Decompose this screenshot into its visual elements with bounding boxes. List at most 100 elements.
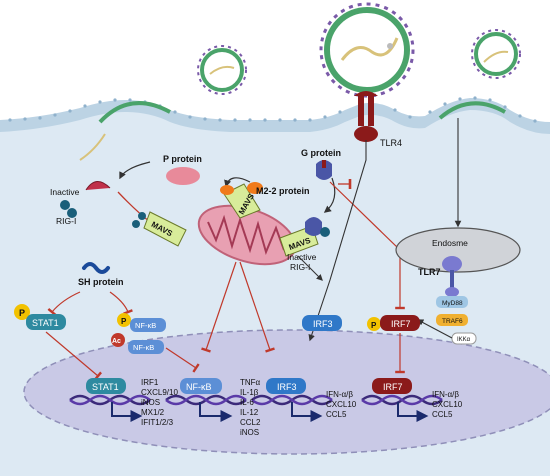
inhibit-m22-to-irf3 bbox=[239, 261, 275, 353]
stat1-p-label: P bbox=[19, 308, 25, 318]
ikka-box bbox=[451, 332, 477, 345]
ikka-label: IKKα bbox=[457, 337, 471, 343]
tlr4-receptor bbox=[354, 91, 378, 142]
arrow-tlr4-to-irf3 bbox=[308, 140, 367, 342]
svg-text:iNOS: iNOS bbox=[240, 428, 259, 437]
sh-protein-shape bbox=[82, 262, 110, 274]
svg-text:IL-12: IL-12 bbox=[240, 408, 259, 417]
inhibit-m22-to-nfkb bbox=[201, 261, 237, 353]
svg-text:IRF1: IRF1 bbox=[141, 378, 159, 387]
transcription-arrow-nfkb bbox=[199, 402, 233, 422]
p-protein-curve-arrow bbox=[119, 161, 151, 180]
m22-protein-label: M2-2 protein bbox=[256, 186, 310, 196]
inhibit-sh-to-stat1 bbox=[47, 291, 81, 316]
inactive-rig-right-line2: RIG-I bbox=[290, 262, 310, 272]
irf7-nuclear-label: IRF7 bbox=[383, 382, 403, 392]
nfkb-phospho-badge bbox=[117, 313, 131, 327]
nfkb-acetyl-label: NF-κB bbox=[133, 343, 154, 352]
nfkb-p-label: P bbox=[121, 317, 127, 326]
irf7-p-label: P bbox=[371, 321, 377, 330]
transcription-arrow-irf7 bbox=[397, 402, 429, 422]
nfkb-nuclear-label: NF-κB bbox=[186, 382, 212, 392]
p-protein-bound-rig bbox=[85, 181, 111, 191]
svg-text:IL-6: IL-6 bbox=[240, 398, 254, 407]
svg-text:CCL5: CCL5 bbox=[432, 410, 453, 419]
stat1-cyto-box bbox=[26, 314, 66, 330]
inactive-rig-i-left-icon bbox=[60, 200, 77, 218]
membrane-lipid-heads bbox=[8, 96, 537, 123]
inactive-rig-left-line2: RIG-I bbox=[56, 216, 76, 226]
inactive-rig-right-line1: Inactive bbox=[287, 252, 317, 262]
svg-text:CXCL10: CXCL10 bbox=[432, 400, 463, 409]
mavs-left: MAVS bbox=[143, 211, 187, 247]
svg-text:CXCL9/10: CXCL9/10 bbox=[141, 388, 178, 397]
myd88-box bbox=[436, 296, 468, 308]
svg-text:CXCL10: CXCL10 bbox=[326, 400, 357, 409]
m22-bound-shape bbox=[220, 185, 234, 195]
nfkb-phospho-box bbox=[130, 318, 166, 332]
mavs-complex-left-icon bbox=[132, 212, 146, 228]
virus-particle-right bbox=[471, 29, 521, 79]
viral-rna-left bbox=[79, 133, 106, 161]
nfkb-gene-list: TNFα IL-1β IL-6 IL-12 CCL2 iNOS bbox=[240, 378, 261, 437]
myd88-label: MyD88 bbox=[442, 300, 463, 307]
endosome bbox=[395, 227, 521, 273]
nfkb-ac-label: Ac bbox=[112, 338, 121, 345]
stat1-phospho-badge bbox=[14, 304, 30, 320]
p-protein-label: P protein bbox=[163, 154, 202, 164]
stat1-nuclear-box bbox=[86, 378, 126, 394]
inactive-rig-left-line1: Inactive bbox=[50, 187, 80, 197]
svg-text:CCL5: CCL5 bbox=[326, 410, 347, 419]
irf7-cyto-label: IRF7 bbox=[391, 319, 411, 329]
irf3-gene-list: IFN-α/β CXCL10 CCL5 bbox=[326, 390, 357, 419]
arrow-ikka-to-irf7 bbox=[416, 319, 453, 339]
svg-text:IFN-α/β: IFN-α/β bbox=[432, 390, 459, 399]
nfkb-nuclear-box bbox=[180, 378, 222, 394]
svg-text:IFN-α/β: IFN-α/β bbox=[326, 390, 353, 399]
virus-fusion-right bbox=[438, 101, 506, 120]
inhibit-sh-to-nfkb bbox=[109, 291, 133, 315]
svg-text:CCL2: CCL2 bbox=[240, 418, 261, 427]
traf6-box bbox=[436, 314, 468, 326]
dna-helix-irf7 bbox=[361, 394, 443, 406]
inhibit-nfkb-to-nucleus bbox=[165, 347, 200, 373]
svg-text:MX1/2: MX1/2 bbox=[141, 408, 165, 417]
endosome-label: Endosme bbox=[432, 238, 468, 248]
dna-helix-stat1 bbox=[69, 394, 151, 406]
virus-particle-left bbox=[197, 45, 247, 95]
irf3-cyto-label: IRF3 bbox=[313, 319, 333, 329]
irf3-cyto-box bbox=[302, 315, 342, 331]
irf7-phospho-badge bbox=[367, 317, 381, 331]
m22-curve-arrow bbox=[224, 177, 251, 188]
stat1-cyto-label: STAT1 bbox=[32, 318, 59, 328]
g-protein-curve-arrow bbox=[323, 177, 336, 213]
p-protein-shape bbox=[166, 167, 200, 185]
tlr7-receptor bbox=[442, 256, 462, 297]
virus-fusion-left bbox=[98, 101, 171, 124]
stat1-gene-list: IRF1 CXCL9/10 iNOS MX1/2 IFIT1/2/3 bbox=[141, 378, 178, 427]
svg-text:TNFα: TNFα bbox=[240, 378, 261, 387]
irf7-gene-list: IFN-α/β CXCL10 CCL5 bbox=[432, 390, 463, 419]
tlr4-label: TLR4 bbox=[380, 138, 402, 148]
virus-particle-center bbox=[319, 2, 415, 98]
irf3-nuclear-label: IRF3 bbox=[277, 382, 297, 392]
transcription-arrow-irf3 bbox=[291, 402, 323, 422]
svg-text:IL-1β: IL-1β bbox=[240, 388, 259, 397]
nfkb-acetyl-box bbox=[128, 340, 164, 354]
m22-protein-shape bbox=[247, 182, 263, 194]
svg-text:IFIT1/2/3: IFIT1/2/3 bbox=[141, 418, 174, 427]
traf6-label: TRAF6 bbox=[442, 318, 463, 325]
nfkb-acetyl-badge bbox=[111, 333, 125, 347]
sh-protein-label: SH protein bbox=[78, 277, 124, 287]
nfkb-phospho-label: NF-κB bbox=[135, 321, 156, 330]
irf3-nuclear-box bbox=[266, 378, 306, 394]
inhibit-stat1-to-nucleus bbox=[45, 331, 103, 381]
g-protein-label: G protein bbox=[301, 148, 341, 158]
dna-helix-irf3 bbox=[251, 394, 333, 406]
irf7-nuclear-box bbox=[372, 378, 412, 394]
g-protein-shape bbox=[316, 160, 332, 180]
stat1-nuclear-label: STAT1 bbox=[92, 382, 119, 392]
transcription-arrow-stat1 bbox=[111, 402, 143, 422]
tlr7-label: TLR7 bbox=[418, 267, 441, 277]
